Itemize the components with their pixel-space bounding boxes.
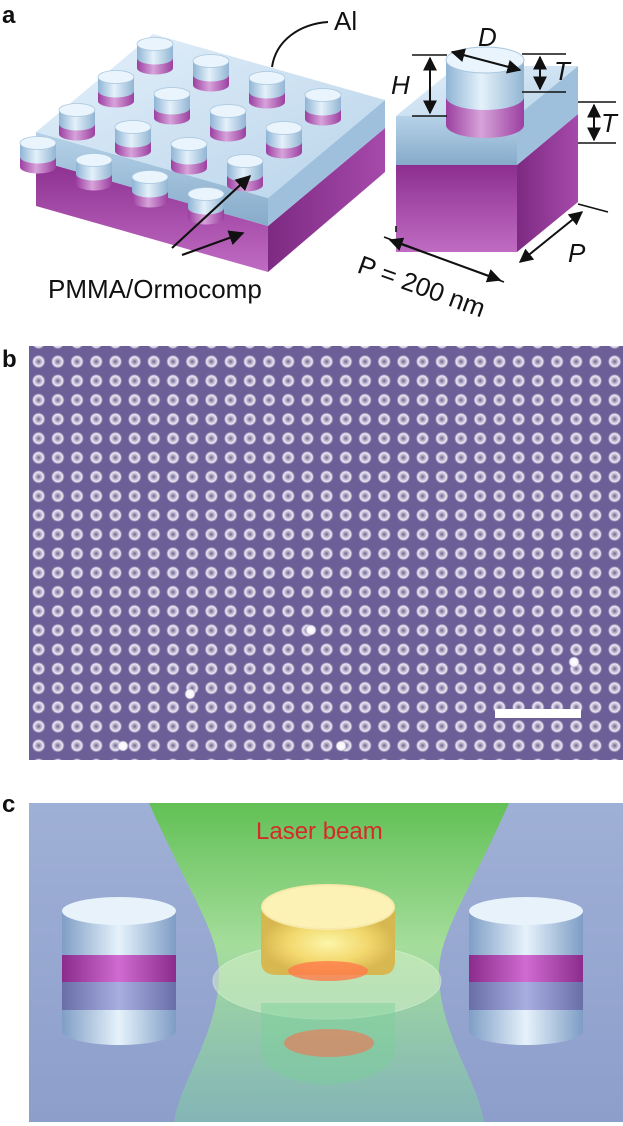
panel-b-letter: b [2,346,17,373]
panel-c-letter: c [2,791,16,818]
pillar-top [265,121,303,135]
al-callout-line [271,21,329,68]
pillar-top [136,37,174,51]
pillar-top [131,170,169,184]
t-label-side: T [601,108,619,138]
pillar-top [170,137,208,151]
p-label-side: P [568,238,586,268]
panel-a-letter: a [2,2,16,29]
pmma-arrow-2 [181,230,245,257]
laser-beam-label: Laser beam [256,818,383,845]
right-pillar [469,897,583,1045]
laser-illustration: Laser beam [29,803,623,1122]
unit-cell [396,46,578,252]
h-label: H [391,70,410,100]
sem-micrograph [29,346,623,760]
pillar-top [75,153,113,167]
pillar-top [209,104,247,118]
pillar-top [153,87,191,101]
scale-bar [495,709,581,718]
pillar-top [304,88,342,102]
p-label-bottom: P = 200 nm [354,249,489,323]
pillar-array [19,37,342,225]
illuminated-pillar [261,884,395,1085]
dimension-annotations [383,48,616,283]
pillar-top [248,71,286,85]
panel-a-figure: Al PMMA/Ormocomp [19,6,619,323]
pillar-top [114,120,152,134]
pmma-arrow-1 [171,174,252,249]
pillar-top [187,187,225,201]
pillar-top [58,103,96,117]
pillar-top [19,136,57,150]
pillar-top [226,154,264,168]
t-label-top: T [554,56,572,86]
pillar-top [192,54,230,68]
pillar-top [97,70,135,84]
al-label: Al [334,6,357,36]
left-pillar [62,897,176,1045]
d-label: D [478,22,497,52]
pmma-label: PMMA/Ormocomp [48,274,262,304]
